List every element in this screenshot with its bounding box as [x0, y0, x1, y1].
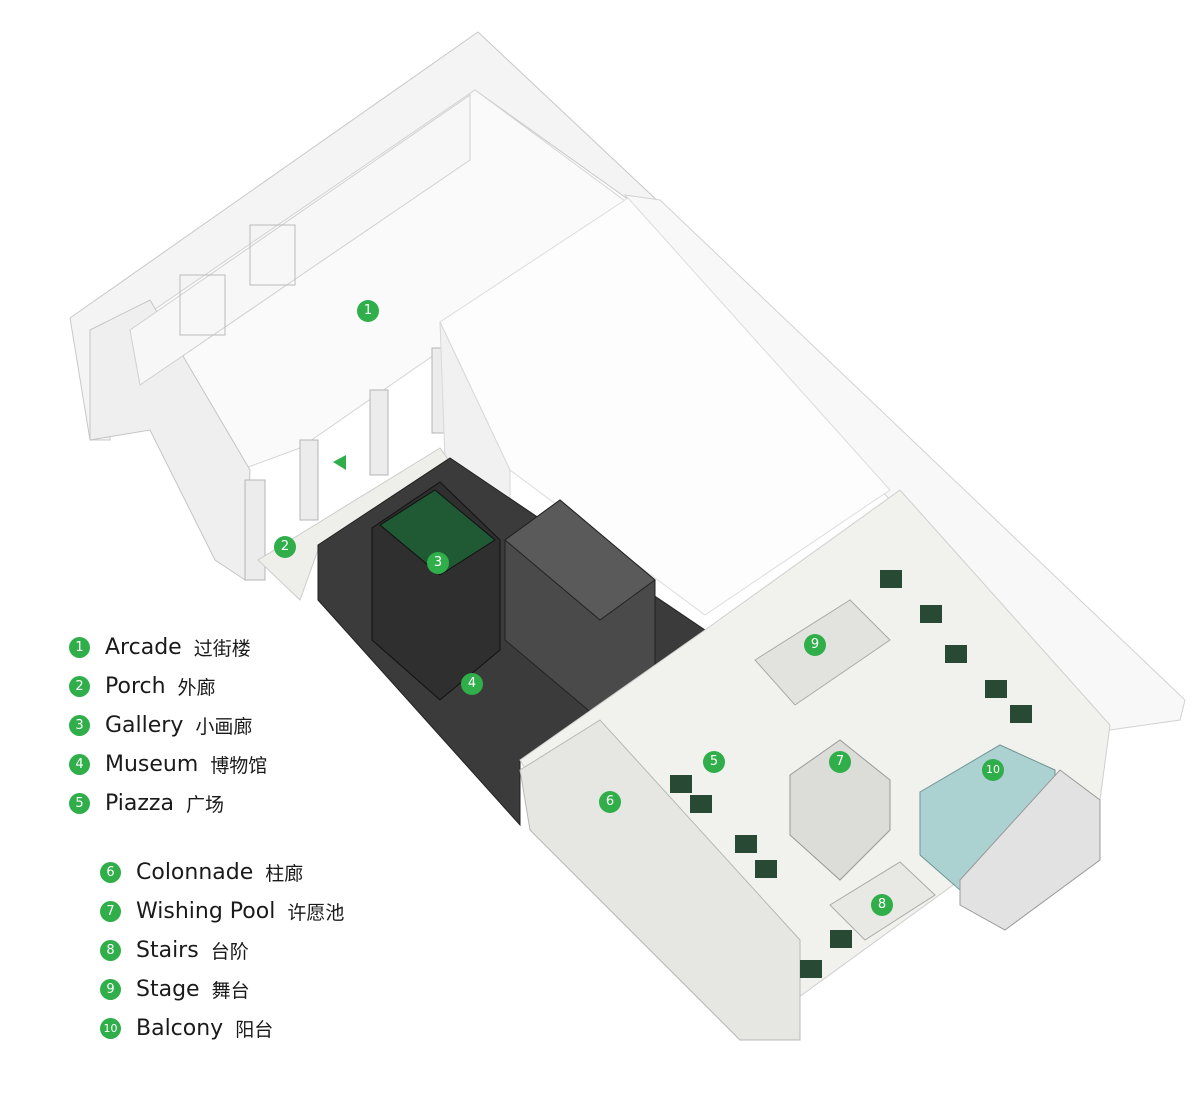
wishing-pool [789, 739, 891, 881]
legend-label-zh: 广场 [185, 793, 224, 816]
legend-label-zh: 外廊 [177, 676, 216, 699]
marker-piazza: 5 [703, 751, 725, 773]
legend-number: 7 [100, 900, 121, 922]
legend-label-en: Balcony [136, 1015, 224, 1041]
legend-label-en: Gallery [105, 712, 184, 738]
legend-label-zh: 过街楼 [193, 637, 251, 660]
legend-item: 7 Wishing Pool 许愿池 [100, 896, 344, 926]
legend-number: 2 [69, 675, 90, 697]
legend-label-en: Stage [136, 976, 200, 1002]
museum-block-top [504, 499, 656, 621]
balcony-base-box [959, 769, 1101, 931]
legend-label-zh: 柱廊 [265, 862, 304, 885]
legend-label-en: Stairs [136, 937, 199, 963]
legend-number: 8 [100, 939, 121, 961]
marker-wishing-pool: 7 [829, 751, 851, 773]
legend-number: 1 [69, 636, 90, 658]
gallery-interior [379, 489, 496, 576]
legend-number: 6 [100, 861, 121, 883]
piazza-chairs [670, 570, 1032, 978]
marker-museum: 4 [461, 673, 483, 695]
legend-number: 4 [69, 753, 90, 775]
marker-arcade: 1 [357, 300, 379, 322]
legend-label-en: Piazza [105, 790, 174, 816]
legend-number: 5 [69, 792, 90, 814]
legend-label-zh: 博物馆 [210, 754, 268, 777]
legend-item: 3 Gallery 小画廊 [69, 710, 252, 740]
legend-item: 1 Arcade 过街楼 [69, 632, 251, 662]
legend-label-zh: 小画廊 [195, 715, 253, 738]
legend-number: 9 [100, 978, 121, 1000]
legend-label-en: Wishing Pool [136, 898, 276, 924]
legend-item: 6 Colonnade 柱廊 [100, 857, 303, 887]
legend-label-zh: 台阶 [210, 940, 249, 963]
legend-item: 2 Porch 外廊 [69, 671, 216, 701]
legend-item: 9 Stage 舞台 [100, 974, 250, 1004]
arcade-back-wall [129, 94, 471, 386]
legend-label-zh: 许愿池 [287, 901, 345, 924]
marker-stage: 9 [804, 634, 826, 656]
legend-item: 10 Balcony 阳台 [100, 1013, 273, 1043]
legend-label-en: Porch [105, 673, 166, 699]
marker-balcony: 10 [982, 759, 1004, 781]
legend-number: 3 [69, 714, 90, 736]
legend-label-en: Arcade [105, 634, 182, 660]
legend-item: 5 Piazza 广场 [69, 788, 224, 818]
entrance-arrow-icon [333, 455, 346, 470]
legend-label-zh: 阳台 [235, 1018, 274, 1041]
legend-label-zh: 舞台 [211, 979, 250, 1002]
marker-gallery: 3 [427, 552, 449, 574]
legend-item: 4 Museum 博物馆 [69, 749, 267, 779]
legend-label-en: Colonnade [136, 859, 254, 885]
legend-label-en: Museum [105, 751, 199, 777]
marker-colonnade: 6 [599, 791, 621, 813]
legend-item: 8 Stairs 台阶 [100, 935, 249, 965]
marker-stairs: 8 [871, 894, 893, 916]
colonnade [519, 719, 801, 1041]
legend-number: 10 [100, 1017, 121, 1039]
marker-porch: 2 [274, 536, 296, 558]
